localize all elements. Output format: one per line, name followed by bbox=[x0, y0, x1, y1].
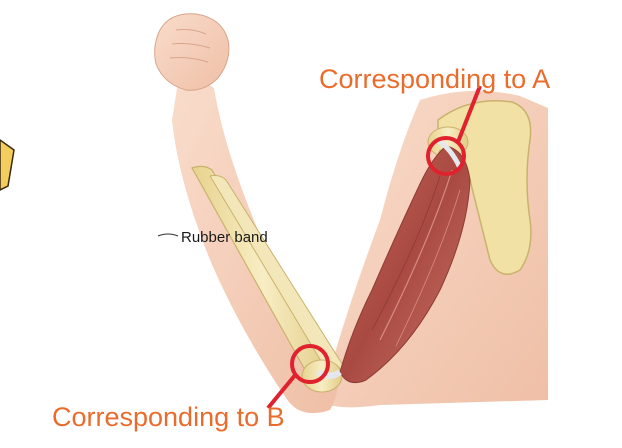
rubber-band-leader bbox=[158, 234, 178, 236]
label-corresponding-b: Corresponding to B bbox=[52, 404, 285, 431]
label-rubber-band: Rubber band bbox=[181, 230, 268, 245]
label-corresponding-a: Corresponding to A bbox=[319, 66, 550, 93]
box-prop bbox=[0, 140, 14, 190]
